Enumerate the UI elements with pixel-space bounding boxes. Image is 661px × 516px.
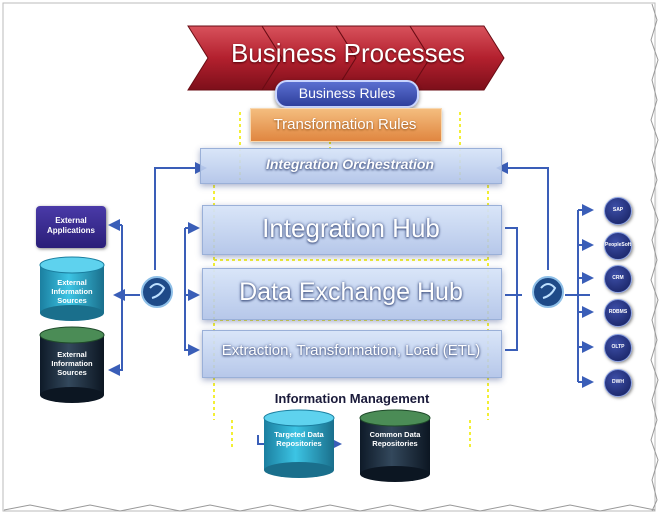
integration-orchestration-label: Integration Orchestration [265, 156, 435, 172]
dwh-app-icon: DWH [604, 369, 632, 397]
external-applications-box [36, 206, 106, 248]
internal-panel-title: Internal Applications [632, 233, 647, 363]
integration-hub-label: Integration Hub [262, 213, 440, 243]
sap-app-icon: SAP [604, 197, 632, 225]
left-swirl-hub [141, 276, 173, 308]
external-panel-title: External Information Consumers/Providers [14, 191, 26, 417]
business-processes-title: Business Processes [230, 38, 466, 68]
business-rules-label: Business Rules [298, 85, 396, 101]
data-exchange-hub-box [202, 268, 502, 320]
targeted-repositories-label: Targeted Data Repositories [274, 430, 324, 448]
transformation-rules-box [250, 108, 442, 142]
common-repositories-label: Common Data Repositories [369, 430, 421, 448]
crm-app-icon: CRM [604, 265, 632, 293]
common-repositories-cylinder [359, 409, 431, 482]
external-sources-cylinder-1 [39, 256, 105, 321]
information-management-title: Information Management [274, 391, 430, 406]
external-applications-label: External Applications [46, 216, 95, 235]
integration-hub-box [202, 205, 502, 255]
chevron-4 [409, 25, 505, 91]
data-exchange-hub-label: Data Exchange Hub [239, 278, 463, 306]
targeted-repositories-cylinder [263, 409, 335, 478]
etl-label: Extraction, Transformation, Load (ETL) [221, 342, 481, 359]
transformation-rules-label: Transformation Rules [273, 116, 417, 133]
external-sources-cylinder-2 [39, 326, 105, 403]
etl-box [202, 330, 502, 378]
external-sources-label-1: External Information Sources [51, 278, 93, 305]
rdbms-app-icon: RDBMS [604, 299, 632, 327]
oltp-app-icon: OLTP [604, 334, 632, 362]
external-sources-label-2: External Information Sources [51, 350, 93, 377]
peoplesoft-app-icon: PeopleSoft [604, 232, 632, 260]
integration-orchestration-box [200, 148, 502, 184]
business-rules-box [275, 80, 419, 108]
right-swirl-hub [532, 276, 564, 308]
torn-edge-bottom [3, 504, 656, 512]
torn-edge-right [650, 3, 659, 512]
